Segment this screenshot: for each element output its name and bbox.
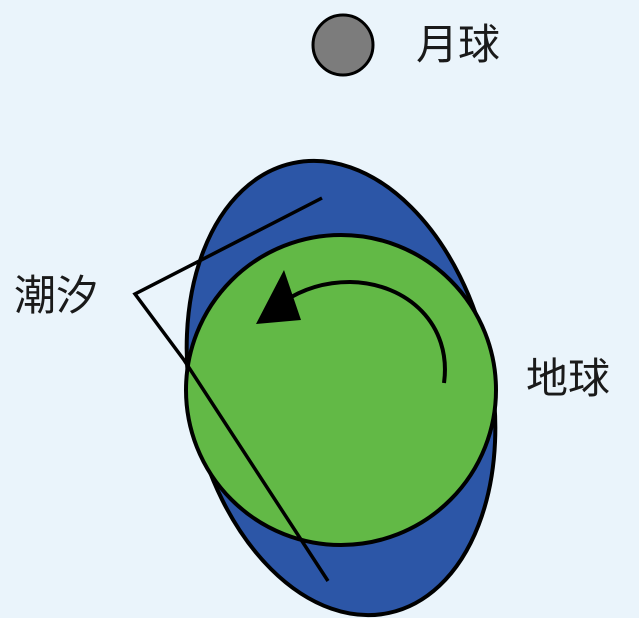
tide-label: 潮汐 [14,271,99,320]
moon-circle [311,13,375,77]
tide-pointer-lines [132,196,330,582]
rotation-arrow-head-icon [256,270,301,324]
moon-label: 月球 [416,20,501,69]
rotation-arrow-arc [281,279,447,384]
earth-label: 地球 [526,354,611,403]
